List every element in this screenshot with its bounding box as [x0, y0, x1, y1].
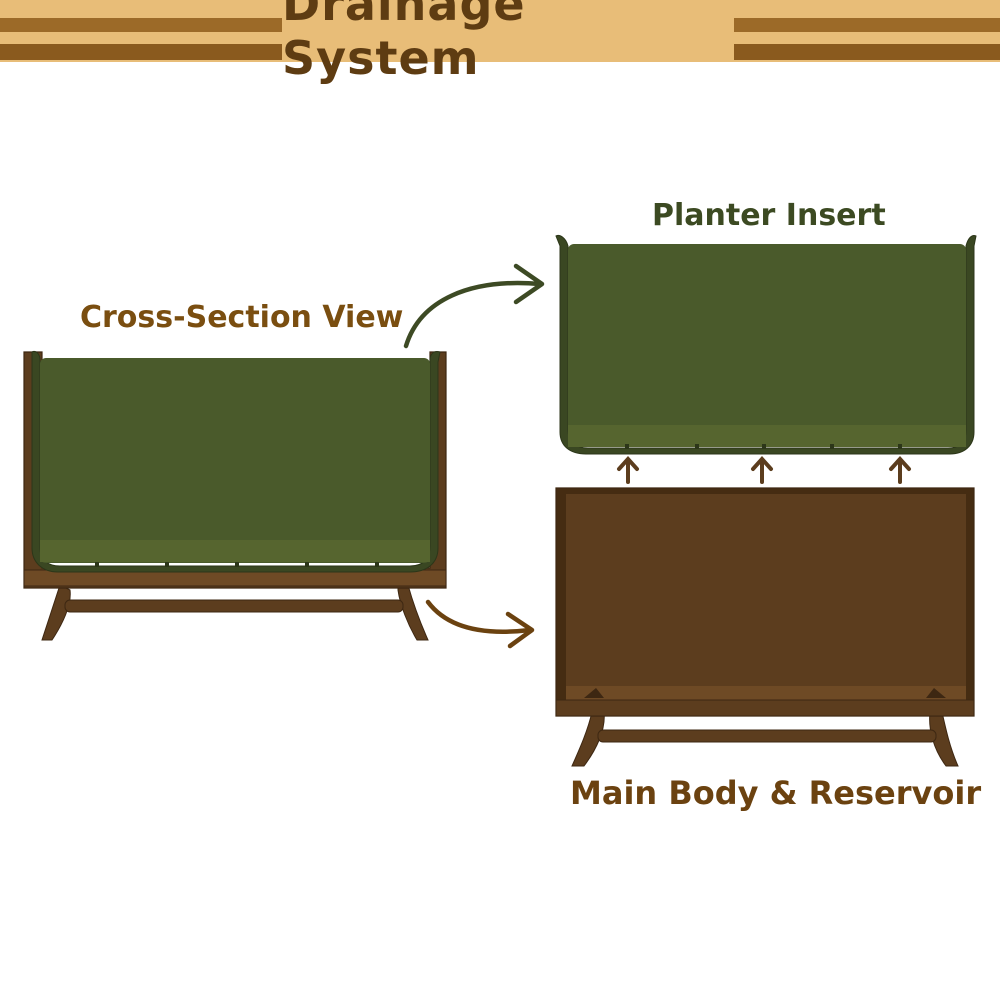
cross-section-view	[23, 351, 447, 641]
arrow-to-body	[425, 599, 533, 634]
page-title: Drainage System	[282, 0, 526, 85]
up-arrow-3	[889, 456, 911, 484]
up-arrow-1	[617, 456, 639, 484]
header-band: Drainage System	[0, 0, 1000, 85]
title-box: Drainage System	[282, 0, 734, 85]
header-stripe-left	[0, 18, 282, 32]
arrow-to-insert	[403, 280, 543, 349]
planter-insert	[555, 235, 977, 455]
main-body-reservoir	[555, 487, 975, 767]
label-cross-section: Cross-Section View	[80, 300, 404, 335]
header-stripe-right	[734, 18, 1000, 32]
label-planter-insert: Planter Insert	[652, 198, 886, 233]
arrow-to-insert-head	[513, 263, 545, 305]
header-stripe-dark-right	[734, 44, 1000, 60]
drainage-flow-arrows	[617, 456, 911, 484]
insert-drain-holes	[625, 444, 902, 449]
up-arrow-2	[751, 456, 773, 484]
label-main-body: Main Body & Reservoir	[570, 774, 982, 812]
cross-section-drain-holes	[95, 562, 379, 567]
header-stripe-dark-left	[0, 44, 282, 60]
cross-section-stand	[41, 584, 429, 641]
arrow-to-body-head	[505, 611, 535, 649]
